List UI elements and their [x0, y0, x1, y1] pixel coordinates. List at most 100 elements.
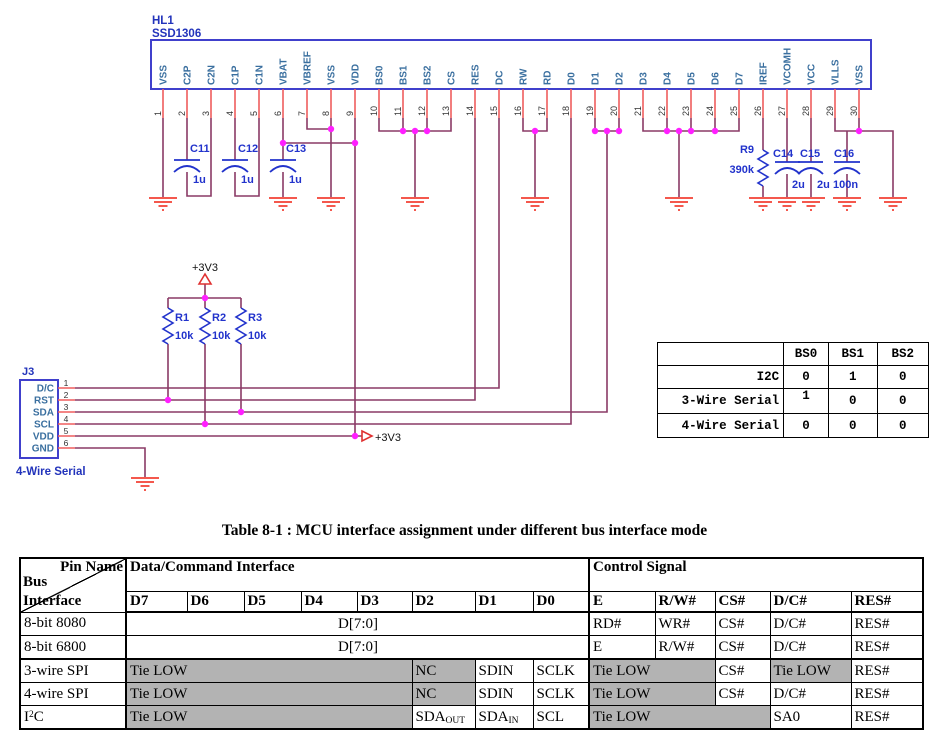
ic-pin-label: D7: [735, 72, 746, 85]
capacitor-c13: [269, 159, 297, 173]
ic-pin-group: 1VSS2C2P3C2N4C1P5C1N6VBAT7VBREF8VSS9VDD1…: [153, 48, 866, 118]
group-header-cell: Control Signal: [588, 557, 924, 592]
component-value: 2u: [817, 179, 830, 191]
table-cell: SA0: [769, 705, 852, 730]
column-header: D7: [125, 591, 188, 613]
component-value: 1u: [193, 174, 206, 186]
ic-pin-number: 29: [825, 106, 835, 116]
ic-pin-number: 30: [849, 106, 859, 116]
column-header: BS2: [876, 342, 929, 366]
ic-pin-number: 11: [393, 107, 403, 116]
table-cell: Tie LOW: [588, 658, 716, 683]
column-header: D1: [474, 591, 534, 613]
ic-pin-label: VBREF: [303, 51, 314, 85]
ic-pin-number: 8: [321, 111, 331, 116]
table-cell: RES#: [850, 658, 924, 683]
junction-dot: [164, 396, 172, 404]
connector-pin-number: 2: [64, 390, 69, 400]
table-cell: 0: [876, 413, 929, 438]
junction-dot: [711, 127, 719, 135]
table-cell: 0: [876, 388, 929, 414]
ic-pin-number: 1: [153, 111, 163, 116]
ic-pin-number: 25: [729, 106, 739, 116]
table-cell: D[7:0]: [125, 611, 590, 636]
table-cell: CS#: [714, 682, 771, 706]
resistor-r3: [234, 307, 248, 345]
ic-pin-label: CS: [447, 71, 458, 85]
ic-pin-number: 17: [537, 106, 547, 116]
junction-dot: [423, 127, 431, 135]
power-arrow-up-icon: [197, 272, 213, 285]
row-header: 3-Wire Serial: [656, 388, 785, 414]
connector-pin-number: 5: [64, 426, 69, 436]
table-cell: CS#: [714, 611, 771, 636]
capacitor-c15: [797, 161, 824, 175]
junction-dot: [201, 420, 209, 428]
junction-dot: [411, 127, 419, 135]
table-cell: SCLK: [532, 658, 590, 683]
wire: [162, 118, 356, 436]
junction-dot: [279, 139, 287, 147]
table-cell: NC: [411, 658, 476, 683]
ic-pin-label: IREF: [759, 62, 770, 85]
wire: [75, 118, 620, 425]
ic-pin-label: BS1: [399, 65, 410, 85]
ic-pin-label: VBAT: [279, 59, 290, 85]
column-header: BS1: [828, 342, 878, 366]
column-header: E: [588, 591, 656, 613]
ic-pin-number: 14: [465, 106, 475, 116]
capacitors: [173, 159, 861, 175]
table-cell: E: [588, 635, 656, 660]
component-value: 2u: [792, 179, 805, 191]
ic-pin-number: 7: [297, 111, 307, 116]
table-cell: CS#: [714, 635, 771, 660]
ground-icon: [521, 197, 549, 211]
column-header: D0: [532, 591, 590, 613]
table-cell: Tie LOW: [588, 705, 771, 730]
column-header: CS#: [714, 591, 771, 613]
junction-dot: [615, 127, 623, 135]
ic-pin-number: 21: [633, 106, 643, 116]
component-ref: C14: [773, 148, 794, 160]
table-cell: Tie LOW: [125, 682, 413, 706]
connector-pin-number: 1: [64, 378, 69, 388]
ic-pin-number: 18: [561, 106, 571, 116]
ic-pin-number: 6: [273, 111, 283, 116]
junction-dot: [327, 125, 335, 133]
table-cell: RD#: [588, 611, 656, 636]
row-header: 8-bit 6800: [19, 635, 127, 660]
table-caption: Table 8-1 : MCU interface assignment und…: [221, 522, 708, 539]
capacitor-c11: [173, 159, 201, 173]
group-header-cell: Data/Command Interface: [125, 557, 590, 592]
ic-pin-label: VSS: [159, 65, 170, 85]
table-cell: SDIN: [474, 658, 534, 683]
ic-pin-label: VCOMH: [783, 48, 794, 85]
ground-icon: [149, 197, 177, 211]
power-rail-label: +3V3: [192, 262, 218, 274]
corner-top-label: Pin Name: [60, 559, 123, 575]
table-cell: 0: [876, 365, 929, 389]
column-header: D6: [186, 591, 245, 613]
ic-pin-number: 12: [417, 106, 427, 116]
ground-icon: [269, 197, 297, 211]
ic-pin-number: 22: [657, 106, 667, 116]
junction-dot: [855, 127, 863, 135]
ic-pin-number: 2: [177, 111, 187, 116]
ground-icon: [665, 197, 693, 211]
component-value: 10k: [248, 330, 267, 342]
component-ref: C16: [834, 148, 854, 160]
ic-pin-label: D6: [711, 72, 722, 85]
ic-pin-label: D3: [639, 72, 650, 85]
column-header: BS0: [783, 342, 830, 366]
resistor-r1: [161, 307, 175, 345]
column-header: D/C#: [769, 591, 852, 613]
connector-caption: 4-Wire Serial: [16, 466, 86, 478]
circuit-schematic: HL1 SSD1306 1VSS2C2P3C2N4C1P5C1N6VBAT7VB…: [16, 15, 907, 491]
component-value: 10k: [212, 330, 231, 342]
row-header: 4-Wire Serial: [656, 413, 785, 438]
connector-pin-label: SCL: [34, 420, 54, 431]
connector-refdes: J3: [22, 366, 34, 378]
